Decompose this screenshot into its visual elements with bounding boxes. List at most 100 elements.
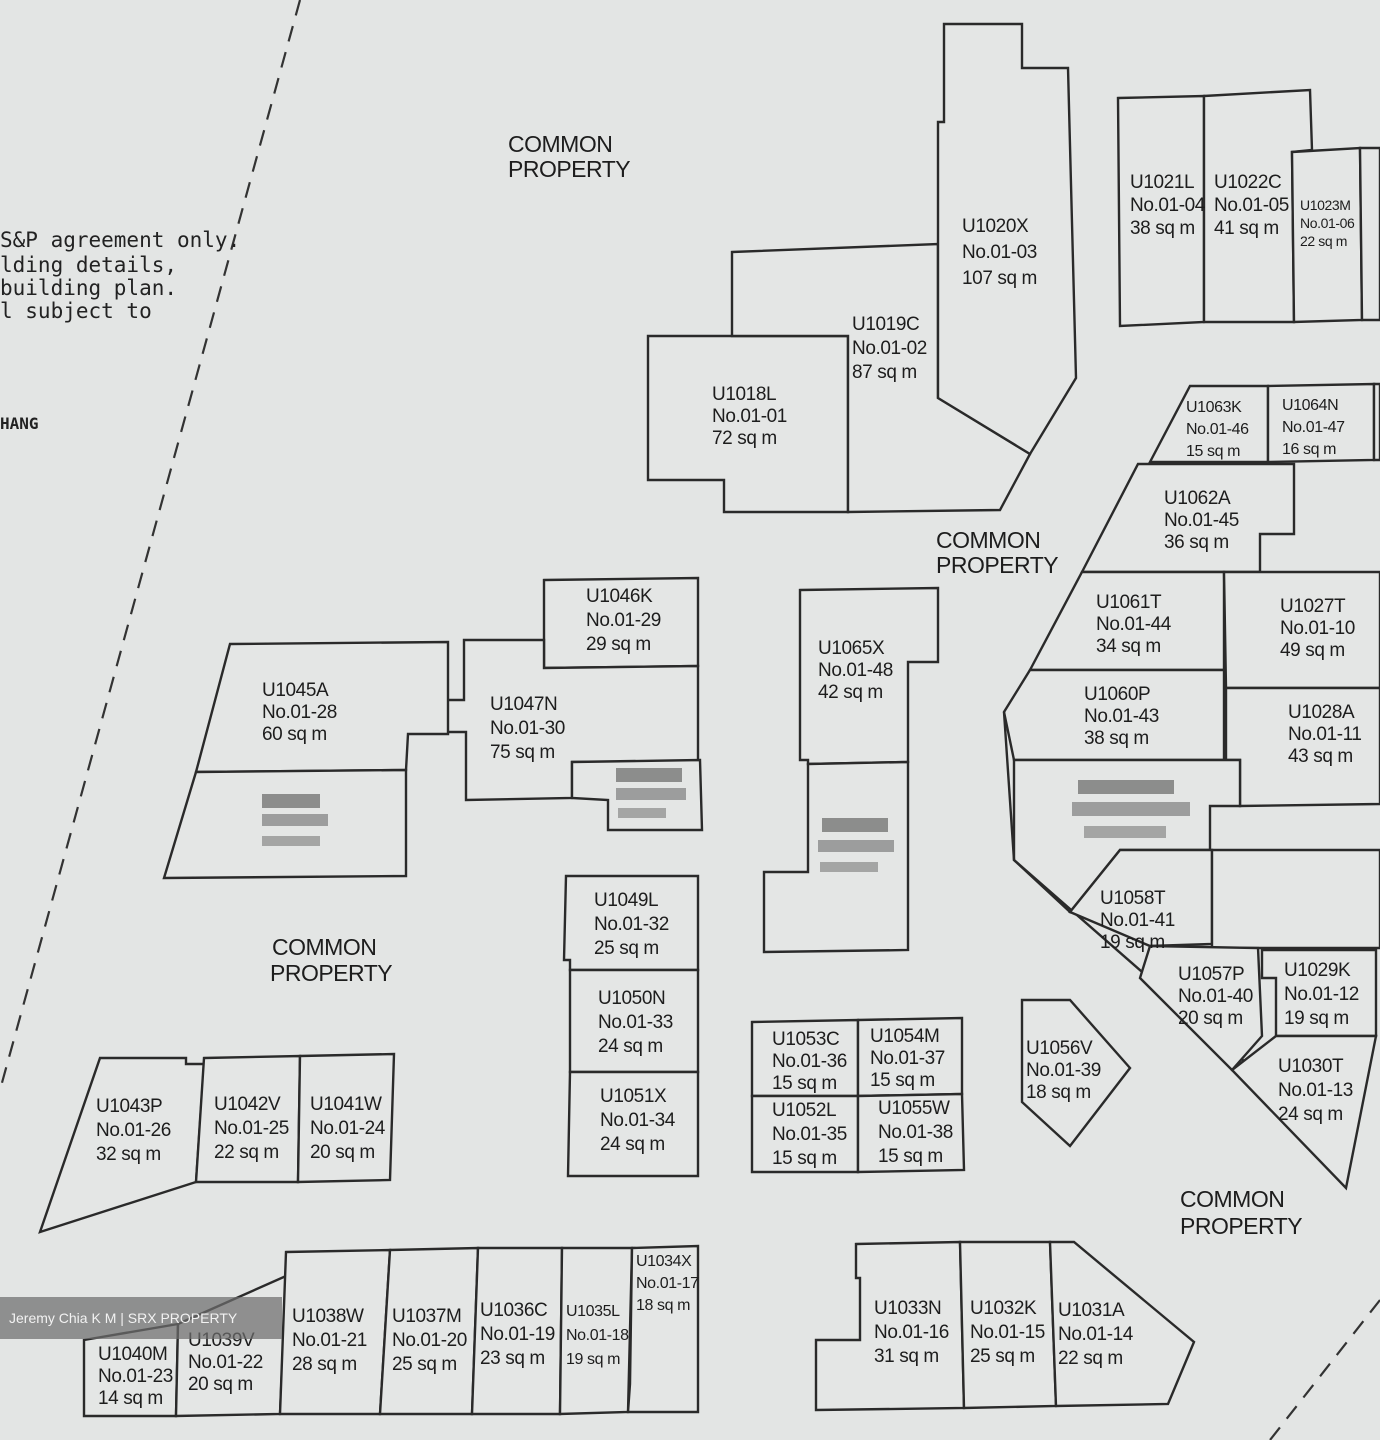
- unit-id: U1040M: [98, 1344, 167, 1365]
- unit-area: 24 sq m: [598, 1036, 663, 1057]
- unit-U1051X: [566, 1070, 700, 1178]
- unit-number: No.01-15: [970, 1322, 1045, 1343]
- svg-text:COMMON: COMMON: [936, 527, 1040, 553]
- unit-area: 25 sq m: [392, 1354, 457, 1375]
- unit-id: U1032K: [970, 1298, 1037, 1319]
- unit-id: U1064N: [1282, 397, 1338, 414]
- unit-area: 22 sq m: [214, 1142, 279, 1163]
- unit-area: 72 sq m: [712, 428, 777, 449]
- unit-number: No.01-21: [292, 1330, 367, 1351]
- unit-area: 19 sq m: [1284, 1008, 1349, 1029]
- unit-area: 24 sq m: [600, 1134, 665, 1155]
- unit-id: U1028A: [1288, 702, 1355, 723]
- unit-area: 38 sq m: [1084, 728, 1149, 749]
- unit-id: U1057P: [1178, 964, 1244, 985]
- unit-area: 15 sq m: [870, 1070, 935, 1091]
- unit-number: No.01-37: [870, 1048, 945, 1069]
- unit-id: U1020X: [962, 216, 1029, 237]
- unit-id: U1019C: [852, 314, 919, 335]
- unit-area: 42 sq m: [818, 682, 883, 703]
- unit-area: 60 sq m: [262, 724, 327, 745]
- unit-number: No.01-11: [1288, 724, 1362, 745]
- unit-number: No.01-39: [1026, 1060, 1101, 1081]
- unit-number: No.01-03: [962, 242, 1037, 263]
- unit-id: U1054M: [870, 1026, 939, 1047]
- svg-text:COMMON: COMMON: [508, 131, 612, 157]
- unit-U1031A: [1048, 1240, 1196, 1408]
- unit-number: No.01-19: [480, 1324, 555, 1345]
- unit-number: No.01-41: [1100, 910, 1175, 931]
- svg-text:PROPERTY: PROPERTY: [508, 156, 630, 182]
- unit-id: U1034X: [636, 1253, 692, 1270]
- unit-number: No.01-05: [1214, 195, 1289, 216]
- illegible-label: [616, 768, 686, 818]
- site-boundary-line-right: [1269, 1299, 1380, 1440]
- illegible-label: [262, 794, 328, 846]
- unit-number: No.01-17: [636, 1275, 699, 1292]
- unit-area: 20 sq m: [1178, 1008, 1243, 1029]
- unit-id: U1027T: [1280, 596, 1346, 617]
- unit-U1064N-partial: [1372, 382, 1380, 462]
- unit-id: U1041W: [310, 1094, 382, 1115]
- unit-number: No.01-16: [874, 1322, 949, 1343]
- unit-area: 20 sq m: [188, 1374, 253, 1395]
- unit-area: 87 sq m: [852, 362, 917, 383]
- unit-area: 34 sq m: [1096, 636, 1161, 657]
- note-line: lding details,: [0, 253, 177, 277]
- unit-id: U1030T: [1278, 1056, 1344, 1077]
- unit-id: U1042V: [214, 1094, 281, 1115]
- unit-area: 43 sq m: [1288, 746, 1353, 767]
- unit-label-U1047N: U1047N No.01-30 75 sq m: [490, 694, 565, 763]
- unit-area: 20 sq m: [310, 1142, 375, 1163]
- svg-text:COMMON: COMMON: [272, 934, 376, 960]
- illegible-label: [1072, 780, 1190, 838]
- unit-number: No.01-23: [98, 1366, 173, 1387]
- unit-number: No.01-20: [392, 1330, 467, 1351]
- unit-U1030T: [1230, 1034, 1378, 1191]
- unit-number: No.01-30: [490, 718, 565, 739]
- svg-text:PROPERTY: PROPERTY: [936, 552, 1058, 578]
- unit-id: U1043P: [96, 1096, 162, 1117]
- unit-area: 36 sq m: [1164, 532, 1229, 553]
- unit-id: U1049L: [594, 890, 658, 911]
- unit-number: No.01-29: [586, 610, 661, 631]
- unit-id: U1031A: [1058, 1300, 1125, 1321]
- unit-number: No.01-13: [1278, 1080, 1353, 1101]
- unit-area: 49 sq m: [1280, 640, 1345, 661]
- illegible-label: [818, 818, 894, 872]
- unit-area: 19 sq m: [566, 1351, 620, 1368]
- unit-area: 75 sq m: [490, 742, 555, 763]
- unit-number: No.01-40: [1178, 986, 1253, 1007]
- unit-id: U1061T: [1096, 592, 1162, 613]
- unit-area: 19 sq m: [1100, 932, 1165, 953]
- unit-area: 24 sq m: [1278, 1104, 1343, 1125]
- unit-number: No.01-47: [1282, 419, 1345, 436]
- note-line: S&P agreement only.: [0, 228, 240, 252]
- unit-number: No.01-33: [598, 1012, 673, 1033]
- unit-id: U1023M: [1300, 197, 1351, 213]
- unit-U1057P: [1138, 944, 1264, 1072]
- unit-number: No.01-12: [1284, 984, 1359, 1005]
- unit-id: U1062A: [1164, 488, 1231, 509]
- unit-id: U1021L: [1130, 172, 1194, 193]
- unit-area: 15 sq m: [1186, 443, 1240, 460]
- unit-id: U1058T: [1100, 888, 1166, 909]
- unit-id: U1047N: [490, 694, 557, 715]
